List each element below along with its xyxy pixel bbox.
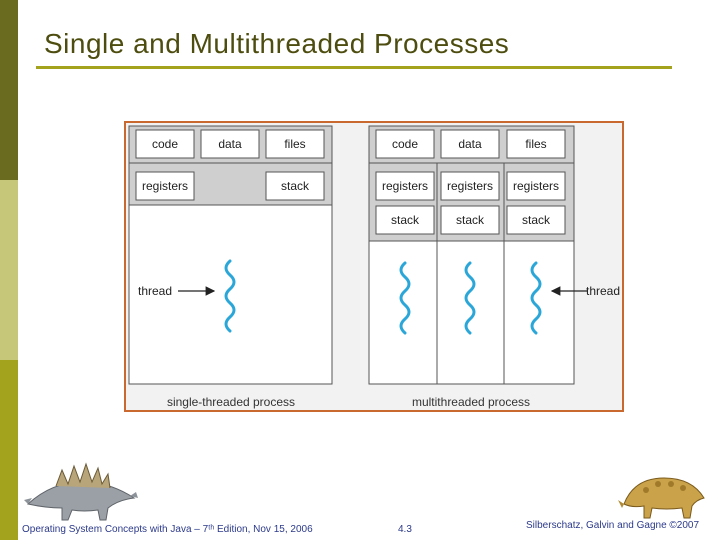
multi-data-cell	[440, 129, 500, 159]
single-code-cell	[135, 129, 195, 159]
sidebar-band-light	[0, 180, 18, 360]
multi-registers-cell-1	[375, 171, 435, 201]
multi-registers-label-3: registers	[513, 179, 559, 193]
single-files-cell	[265, 129, 325, 159]
slide-title: Single and Multithreaded Processes	[44, 28, 510, 59]
multi-code-cell	[375, 129, 435, 159]
multi-thread-wave-icon-2	[464, 261, 476, 335]
single-stack-cell	[265, 171, 325, 201]
multi-code-label: code	[392, 137, 418, 151]
multi-thread-label: thread	[586, 284, 620, 298]
single-code-label: code	[152, 137, 178, 151]
multi-registers-cell-2	[440, 171, 500, 201]
stegosaurus-illustration	[24, 462, 138, 521]
sidebar-band-dark	[0, 0, 18, 180]
process-diagram-svg: code data files registers stack thread s…	[128, 125, 620, 409]
single-thread-wave-icon	[224, 259, 236, 333]
process-diagram: code data files registers stack thread s…	[124, 121, 624, 412]
multi-files-label: files	[525, 137, 546, 151]
multi-stack-cell-1	[375, 205, 435, 235]
multi-registers-label-1: registers	[382, 179, 428, 193]
multi-data-label: data	[458, 137, 482, 151]
sidebar-band-olive	[0, 360, 18, 540]
single-data-label: data	[218, 137, 242, 151]
ankylosaurus-illustration	[618, 477, 705, 519]
multi-files-cell	[506, 129, 566, 159]
title-underline	[36, 66, 672, 69]
multi-thread-wave-icon-1	[399, 261, 411, 335]
multi-registers-label-2: registers	[447, 179, 493, 193]
multi-stack-cell-3	[506, 205, 566, 235]
single-caption: single-threaded process	[167, 395, 295, 409]
single-data-cell	[200, 129, 260, 159]
multi-caption: multithreaded process	[412, 395, 530, 409]
single-thread-label: thread	[138, 284, 172, 298]
single-registers-label: registers	[142, 179, 188, 193]
multi-registers-cell-3	[506, 171, 566, 201]
multi-stack-label-1: stack	[391, 213, 420, 227]
multi-thread-wave-icon-3	[530, 261, 542, 335]
multi-stack-cell-2	[440, 205, 500, 235]
single-registers-cell	[135, 171, 195, 201]
multi-stack-label-3: stack	[522, 213, 551, 227]
single-files-label: files	[284, 137, 305, 151]
footer-authors: Silberschatz, Galvin and Gagne ©2007	[526, 520, 700, 531]
footer-book-title: Operating System Concepts with Java – 7ᵗ…	[22, 524, 313, 535]
multi-stack-label-2: stack	[456, 213, 485, 227]
footer-page-number: 4.3	[398, 524, 412, 535]
single-stack-label: stack	[281, 179, 310, 193]
